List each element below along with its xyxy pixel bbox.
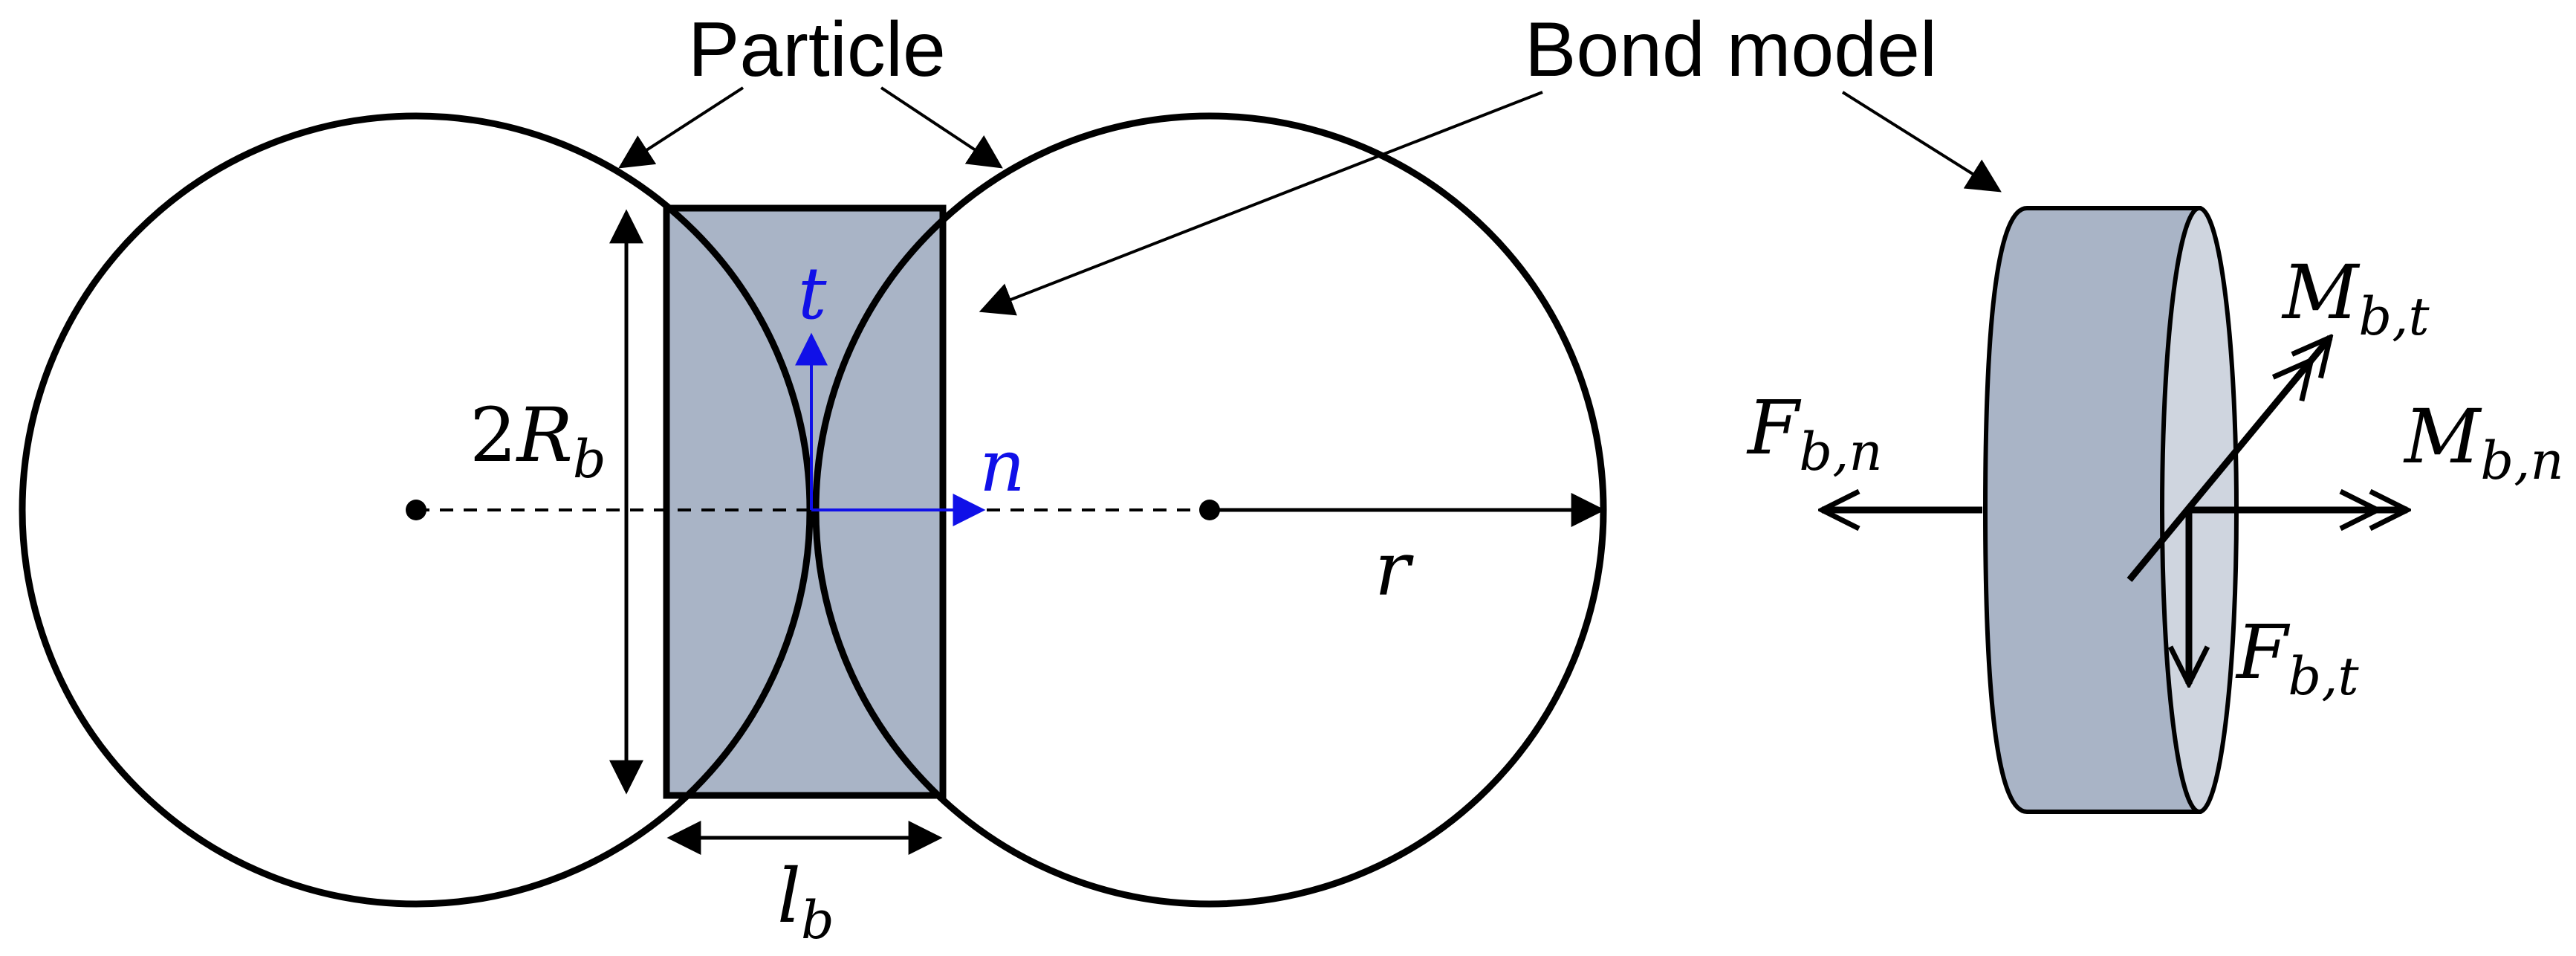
- particle-leader-right: [880, 86, 1003, 169]
- bond-length-label: lb: [777, 853, 834, 951]
- particle-leader-left: [618, 86, 744, 169]
- normal-force-label: Fb,n: [1746, 384, 1883, 482]
- tangential-moment-label: Mb,t: [2281, 249, 2430, 347]
- t-axis-label: t: [798, 252, 827, 335]
- cylinder-body: [1982, 206, 2202, 814]
- bond-diameter-label: 2Rb: [470, 392, 606, 490]
- left-center-dot: [406, 500, 426, 520]
- normal-moment-label: Mb,n: [2403, 393, 2564, 491]
- tangential-moment-arrow: [2126, 337, 2330, 582]
- bond-rectangle: [663, 204, 947, 799]
- radius-label: r: [1375, 526, 1414, 613]
- tangential-force-label: Fb,t: [2235, 609, 2359, 707]
- n-axis-label: n: [979, 424, 1025, 508]
- bond-model-leader-right: [1841, 91, 2002, 193]
- bond-model-label: Bond model: [1525, 7, 1937, 93]
- particle-label: Particle: [688, 7, 946, 93]
- bond-model-leader-left: [979, 91, 1543, 316]
